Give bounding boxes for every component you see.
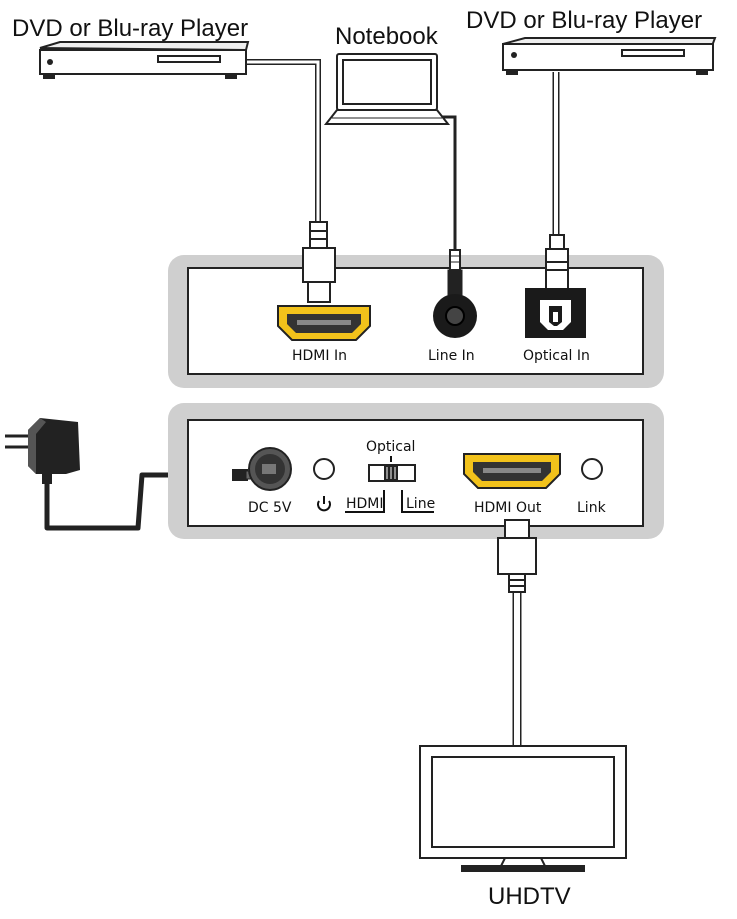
audio-jack-plug [447, 249, 463, 299]
line-in-label: Line In [428, 348, 475, 364]
switch-optical-label: Optical [366, 439, 415, 455]
audio-jack-icon [433, 294, 477, 338]
tv-icon [419, 745, 627, 872]
hdmi-out-port-icon [463, 453, 561, 489]
tv-label: UHDTV [488, 883, 571, 910]
player-left-label: DVD or Blu-ray Player [12, 15, 248, 42]
notebook-label: Notebook [335, 23, 439, 50]
notebook [323, 53, 451, 125]
hdmi-cable-input [245, 59, 321, 225]
switch-line-marker [401, 490, 434, 513]
player-left [39, 41, 250, 79]
power-icon [317, 496, 331, 512]
hdmi-out-plug [497, 519, 537, 593]
player-right [502, 37, 717, 75]
optical-in-label: Optical In [523, 348, 590, 364]
link-led [581, 458, 603, 480]
hdmi-out-label: HDMI Out [474, 500, 542, 516]
dc-jack-icon [248, 447, 292, 491]
switch-line-label: Line [406, 496, 435, 512]
link-label: Link [577, 500, 607, 516]
player-right-label: DVD or Blu-ray Player [466, 7, 702, 34]
hdmi-in-label: HDMI In [292, 348, 347, 364]
power-led [313, 458, 335, 480]
optical-port-icon [525, 288, 586, 338]
dc-label: DC 5V [248, 500, 292, 516]
hdmi-port-icon [277, 305, 371, 341]
audio-cable-notebook [432, 115, 457, 252]
hdmi-in-plug [302, 221, 336, 303]
power-adapter-icon [5, 418, 80, 484]
switch-hdmi-marker [345, 490, 385, 513]
input-selector-switch[interactable] [368, 464, 416, 482]
switch-hdmi-label: HDMI [346, 496, 384, 512]
